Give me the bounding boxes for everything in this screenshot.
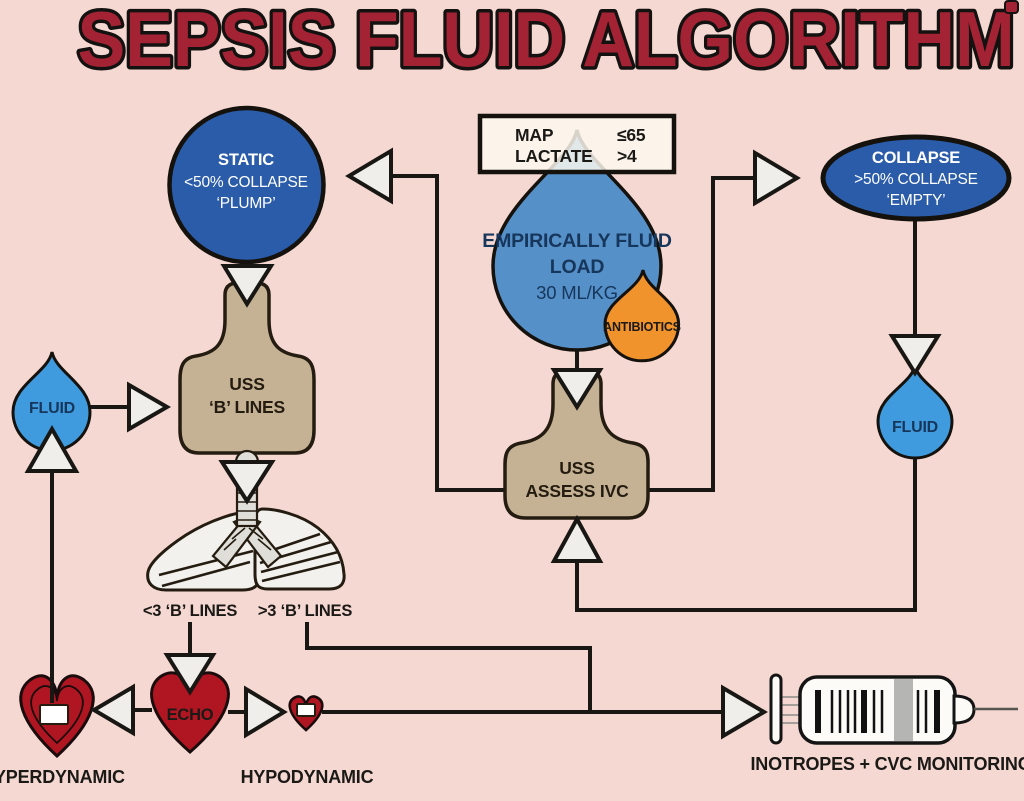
node-fluid-right-droplet: FLUID bbox=[876, 365, 954, 460]
label-b-lines-gt3: >3 ‘B’ LINES bbox=[258, 602, 353, 620]
arrow-echo-to-hyperdynamic bbox=[90, 683, 135, 737]
map-value: ≤65 bbox=[617, 125, 646, 145]
node-hypodynamic-heart bbox=[288, 695, 324, 732]
fluid-left-label: FLUID bbox=[29, 400, 75, 417]
uss-b-lines-line1: USS bbox=[229, 374, 264, 394]
arrow-ivc-to-static bbox=[345, 147, 393, 205]
echo-label: ECHO bbox=[167, 706, 214, 724]
node-uss-b-lines-probe: USS ‘B’ LINES bbox=[178, 281, 316, 455]
static-line2: <50% COLLAPSE bbox=[184, 174, 308, 191]
empiric-fluid-line1: EMPIRICALLY FLUID bbox=[482, 230, 672, 252]
antibiotics-label: ANTIBIOTICS bbox=[603, 320, 681, 334]
uss-ivc-line1: USS bbox=[559, 458, 594, 478]
label-hyperdynamic: HYPERDYNAMIC bbox=[0, 767, 125, 787]
syringe-tip bbox=[952, 694, 976, 725]
arrow-collapse-to-fluid-right bbox=[888, 334, 942, 377]
label-b-lines-lt3: <3 ‘B’ LINES bbox=[143, 602, 238, 620]
lactate-label: LACTATE bbox=[515, 146, 593, 166]
page-title: SEPSIS FLUID ALGORITHM bbox=[78, 0, 1015, 83]
fluid-right-label: FLUID bbox=[892, 419, 938, 436]
empiric-fluid-line2: LOAD bbox=[550, 256, 605, 278]
syringe-scale-marks bbox=[815, 690, 940, 733]
label-inotropes: INOTROPES + CVC MONITORING bbox=[751, 754, 1024, 774]
corner-mark bbox=[1004, 0, 1019, 14]
node-static-circle: STATIC <50% COLLAPSE ‘PLUMP’ bbox=[167, 105, 326, 265]
flow-arrows bbox=[24, 147, 942, 740]
collapse-line3: ‘EMPTY’ bbox=[887, 192, 946, 209]
syringe-barrel bbox=[798, 675, 957, 745]
empiric-fluid-line3: 30 ML/KG bbox=[536, 282, 618, 303]
node-empiric-fluid-droplet: EMPIRICALLY FLUID LOAD 30 ML/KG bbox=[482, 129, 672, 352]
arrow-ivc-to-collapse bbox=[753, 149, 801, 207]
lactate-value: >4 bbox=[617, 146, 637, 166]
static-line3: ‘PLUMP’ bbox=[217, 195, 276, 212]
arrow-to-inotropes bbox=[721, 684, 768, 740]
node-collapse-ellipse: COLLAPSE >50% COLLAPSE ‘EMPTY’ bbox=[820, 134, 1012, 222]
arrow-fluidload-to-ivc bbox=[550, 368, 604, 411]
syringe-illustration bbox=[769, 673, 1018, 745]
arrow-lt3-to-echo bbox=[163, 653, 217, 696]
collapse-line2: >50% COLLAPSE bbox=[854, 171, 978, 188]
node-fluid-left-droplet: FLUID bbox=[11, 351, 92, 452]
node-antibiotics-droplet: ANTIBIOTICS bbox=[603, 269, 681, 363]
node-hyperdynamic-heart bbox=[19, 674, 95, 759]
hypodynamic-heart-window bbox=[296, 703, 316, 717]
map-label: MAP bbox=[515, 125, 554, 145]
uss-ivc-line2: ASSESS IVC bbox=[525, 481, 629, 501]
left-lung-b-lines bbox=[158, 549, 254, 588]
criteria-box: MAP ≤65 LACTATE >4 bbox=[477, 113, 677, 175]
arrow-echo-to-hypodynamic bbox=[244, 685, 288, 739]
arrow-static-to-uss-b-lines bbox=[220, 264, 275, 308]
arrow-uss-b-lines-to-lungs bbox=[218, 460, 276, 505]
arrow-fluid-left-to-uss bbox=[127, 381, 171, 433]
right-lung-b-lines bbox=[259, 532, 341, 583]
arrow-heart-to-fluid-left bbox=[24, 424, 80, 473]
hyperdynamic-heart-window bbox=[39, 704, 69, 725]
syringe-gray-band bbox=[894, 679, 913, 741]
uss-b-lines-line2: ‘B’ LINES bbox=[209, 397, 285, 417]
collapse-title: COLLAPSE bbox=[872, 149, 960, 167]
node-echo-heart: ECHO bbox=[150, 671, 230, 754]
static-title: STATIC bbox=[218, 151, 274, 169]
arrow-fluid-right-to-ivc bbox=[550, 514, 604, 563]
label-hypodynamic: HYPODYNAMIC bbox=[241, 767, 374, 787]
syringe-plunger-flange bbox=[769, 673, 783, 745]
